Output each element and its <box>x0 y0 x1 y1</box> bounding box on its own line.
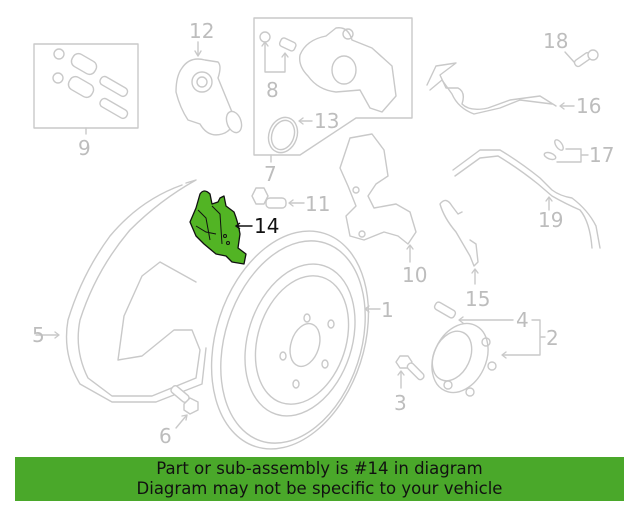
callout-label-7: 7 <box>264 162 277 186</box>
callout-15-pad-clip[interactable]: 15 <box>439 199 490 311</box>
callout-label-18: 18 <box>543 29 568 53</box>
callout-2-hub-bearing-assembly[interactable]: 2 <box>421 314 559 401</box>
callout-3-hub-bolt[interactable]: 3 <box>394 355 425 415</box>
callout-label-17: 17 <box>589 143 614 167</box>
callout-1-brake-rotor[interactable]: 1 <box>185 211 395 470</box>
callout-label-3: 3 <box>394 391 407 415</box>
callout-10-caliper-bracket[interactable]: 10 <box>339 133 427 287</box>
callout-label-16: 16 <box>576 94 601 118</box>
callout-19-sensor-wire[interactable]: 19 <box>452 149 601 249</box>
callout-label-19: 19 <box>538 208 563 232</box>
callout-14-brake-pads-highlighted[interactable]: 14 <box>189 190 279 265</box>
callout-label-14: 14 <box>254 214 279 238</box>
callout-label-12: 12 <box>189 19 214 43</box>
banner-line-part-number: Part or sub-assembly is #14 in diagram <box>156 459 483 478</box>
callout-label-2: 2 <box>546 326 559 350</box>
callout-label-13: 13 <box>314 109 339 133</box>
callout-7-caliper-assembly[interactable]: 8 13 7 <box>253 17 413 186</box>
callout-label-6: 6 <box>159 424 172 448</box>
callout-label-9: 9 <box>78 136 91 160</box>
info-banner: Part or sub-assembly is #14 in diagram D… <box>15 457 624 501</box>
callout-9-guide-pin-kit[interactable]: 9 <box>33 43 139 160</box>
callout-11-bracket-bolt[interactable]: 11 <box>251 187 330 216</box>
callout-label-11: 11 <box>305 192 330 216</box>
callout-label-15: 15 <box>465 287 490 311</box>
callout-17-hose-washers[interactable]: 17 <box>543 138 614 167</box>
callout-label-1: 1 <box>381 298 394 322</box>
callout-4-wheel-stud[interactable]: 4 <box>433 301 529 332</box>
callout-6-shield-bolt[interactable]: 6 <box>159 385 199 448</box>
callout-16-brake-hose[interactable]: 16 <box>426 62 601 118</box>
callout-label-10: 10 <box>402 263 427 287</box>
callout-label-8: 8 <box>266 78 279 102</box>
callout-12-parking-brake-motor[interactable]: 12 <box>175 19 244 136</box>
callout-18-hose-bolt[interactable]: 18 <box>543 29 599 68</box>
callout-5-splash-shield[interactable]: 5 <box>32 179 207 403</box>
callout-label-4: 4 <box>516 308 529 332</box>
callout-label-5: 5 <box>32 323 45 347</box>
banner-line-disclaimer: Diagram may not be specific to your vehi… <box>136 479 503 498</box>
